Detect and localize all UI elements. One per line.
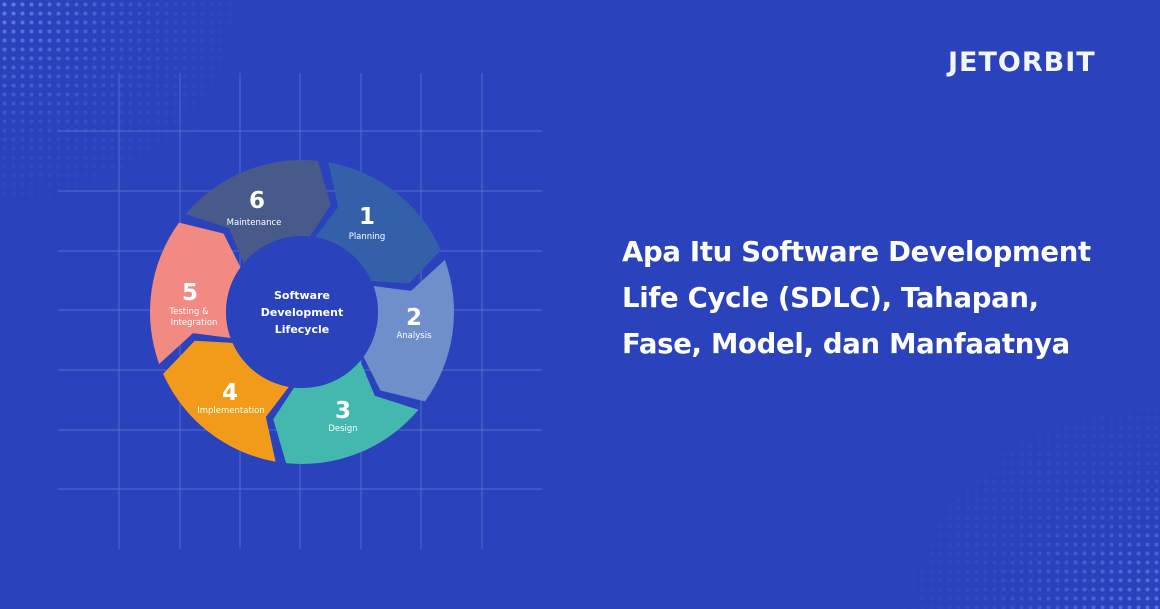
stage-segment-testing-integration [150, 222, 241, 364]
stage-3-label: Design [328, 424, 357, 434]
stage-5-testing-integration: 5 Testing & Integration [168, 280, 217, 328]
headline: Apa Itu Software Development Life Cycle … [622, 229, 1142, 367]
stage-1-planning: 1 Planning [349, 204, 386, 242]
stage-segment-analysis [363, 260, 455, 402]
center-title-line-2: Development [261, 306, 343, 319]
stage-5-label: Testing & [168, 307, 209, 317]
stage-2-label: Analysis [396, 331, 432, 341]
stage-2-number: 2 [406, 305, 422, 331]
stage-segment-maintenance [185, 160, 331, 264]
center-circle [226, 236, 378, 388]
center-title-line-3: Lifecycle [275, 323, 329, 336]
stage-4-implementation: 4 Implementation [197, 380, 265, 416]
stage-6-maintenance: 6 Maintenance [227, 188, 282, 228]
stage-1-number: 1 [359, 204, 375, 230]
jetorbit-logo: JETORBIT [948, 47, 1096, 78]
stage-5-number: 5 [182, 280, 198, 306]
stage-2-analysis: 2 Analysis [396, 305, 432, 341]
stage-1-label: Planning [349, 232, 386, 242]
stage-3-number: 3 [335, 398, 351, 424]
center-title-line-1: Software [274, 289, 330, 302]
headline-line-2: Life Cycle (SDLC), Tahapan, [622, 282, 1039, 314]
stage-5-label-line-2: Integration [171, 318, 218, 328]
stage-segment-implementation [163, 340, 289, 462]
headline-line-3: Fase, Model, dan Manfaatnya [622, 328, 1070, 360]
headline-line-1: Apa Itu Software Development [622, 236, 1091, 268]
stage-6-label: Maintenance [227, 218, 282, 228]
stage-6-number: 6 [249, 188, 265, 214]
stage-segment-planning [315, 162, 441, 284]
stage-3-design: 3 Design [328, 398, 357, 434]
sdlc-cycle-diagram: Software Development Lifecycle 1 Plannin… [58, 73, 542, 549]
stage-4-label: Implementation [197, 406, 265, 416]
stage-4-number: 4 [222, 380, 238, 406]
stage-segment-design [273, 360, 419, 464]
